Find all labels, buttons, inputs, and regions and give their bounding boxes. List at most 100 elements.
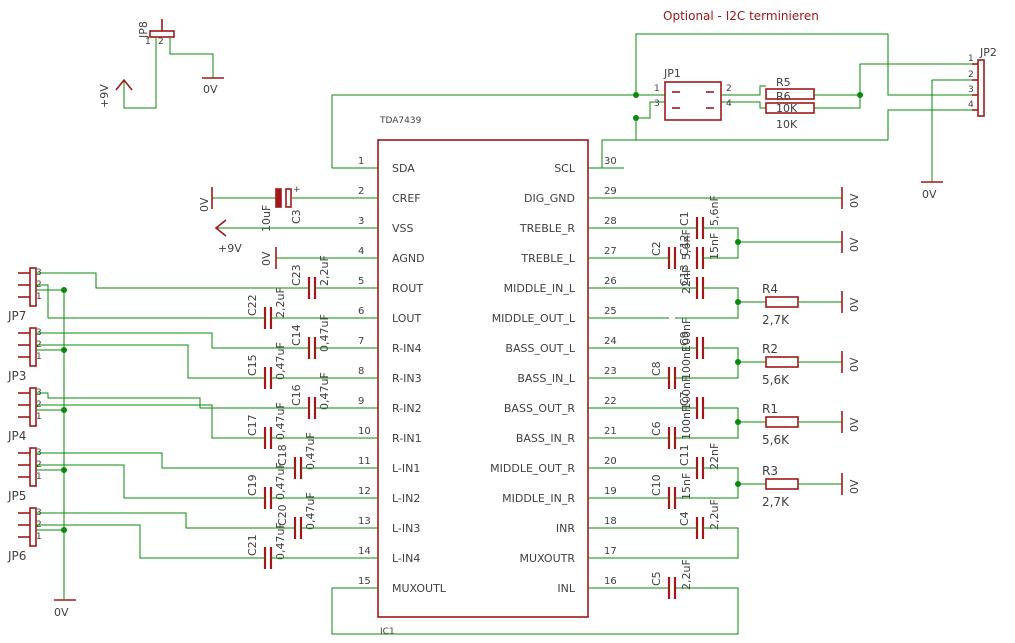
ic-pin-name-13: L-IN3	[392, 522, 420, 535]
ic-pin-num-26: 26	[604, 276, 617, 287]
cap-c21: C21 0,47uF	[246, 522, 287, 569]
gnd-symbol-jumpers: 0V	[54, 599, 76, 619]
cap-ref-c22: C22	[246, 294, 259, 316]
r6-value: 10K	[776, 118, 798, 131]
jp1-ref: JP1	[663, 67, 681, 80]
ic-pin-name-29: DIG_GND	[524, 192, 575, 205]
cap-value-c8: 100nF	[680, 346, 693, 380]
cap-ref-c5: C5	[650, 571, 663, 586]
cap-value-c2: 5,6nF	[680, 229, 693, 260]
ic-pin-num-7: 7	[358, 336, 364, 347]
ic-pin-num-15: 15	[358, 576, 371, 587]
jp2-header: JP2 1 2 3 4	[968, 46, 997, 117]
ic-pin-num-10: 10	[358, 426, 371, 437]
ic-pin-name-18: INR	[556, 522, 575, 535]
cap-ref-c2: C2	[650, 241, 663, 256]
ic-pin-name-12: L-IN2	[392, 492, 420, 505]
cap-value-c16: 0,47uF	[318, 372, 331, 410]
cap-value-c7: 100nF	[680, 376, 693, 410]
cap-value-c17: 0,47uF	[274, 402, 287, 440]
gnd-symbol-agnd: 0V	[260, 247, 277, 269]
ic-pin-num-1: 1	[358, 156, 364, 167]
cap-value-c20: 0,47uF	[304, 492, 317, 530]
gnd-label-jp8: 0V	[203, 83, 218, 96]
cap-ref-c18: C18	[276, 444, 289, 466]
cap-ref-c12: C12	[678, 234, 691, 256]
jp2-pin3: 3	[968, 85, 974, 95]
cap-ref-c23: C23	[290, 264, 303, 286]
resistor-r3: R32,7K	[762, 464, 799, 509]
cap-c18: C18 0,47uF	[276, 432, 317, 479]
cap-c22: C22 2,2uF	[246, 287, 287, 329]
ic-pin-num-19: 19	[604, 486, 617, 497]
plus9v-label-vss: +9V	[218, 242, 242, 255]
ic-pin-num-27: 27	[604, 246, 617, 257]
ic-pin-name-25: MIDDLE_OUT_L	[492, 312, 576, 325]
cap-value-c23: 2,2uF	[318, 255, 331, 286]
gnd-symbol-right-4: 0V	[841, 351, 861, 373]
c3-value: 10uF	[260, 205, 273, 232]
cap-value-c11: 22nF	[708, 443, 721, 470]
jumper-ref-jp6: JP6	[7, 549, 26, 563]
ic-pin-name-23: BASS_IN_L	[517, 372, 576, 385]
jumper-ref-jp7: JP7	[7, 309, 26, 323]
cap-ref-c15: C15	[246, 354, 259, 376]
cap-value-c12: 15nF	[708, 233, 721, 260]
cap-value-c4: 2,2uF	[708, 499, 721, 530]
cap-value-c22: 2,2uF	[274, 287, 287, 318]
resistor-r1: R15,6K	[762, 402, 799, 447]
ic-pin-name-9: R-IN2	[392, 402, 422, 415]
ic-pin-name-20: MIDDLE_OUT_R	[490, 462, 575, 475]
plus9v-label-jp8: +9V	[98, 84, 111, 108]
ic-pin-name-5: ROUT	[392, 282, 423, 295]
cap-value-c13: 22nF	[680, 267, 693, 294]
cap-ref-c21: C21	[246, 534, 259, 556]
cap-ref-c9: C9	[678, 331, 691, 346]
r5-ref: R5	[776, 76, 791, 89]
cap-value-c18: 0,47uF	[304, 432, 317, 470]
ic-pin-name-7: R-IN4	[392, 342, 422, 355]
ic-pin-name-16: INL	[557, 582, 575, 595]
resistor-value-r3: 2,7K	[762, 495, 790, 509]
ic-right-pins: 30SCL29DIG_GND28TREBLE_R27TREBLE_L26MIDD…	[490, 156, 624, 595]
ic-pin-num-9: 9	[358, 396, 364, 407]
ic-pin-name-2: CREF	[392, 192, 421, 205]
ic-pin-name-24: BASS_OUT_L	[505, 342, 575, 355]
jumper-ref-jp5: JP5	[7, 489, 26, 503]
ic-pin-name-22: BASS_OUT_R	[504, 402, 575, 415]
ic-pin-num-13: 13	[358, 516, 371, 527]
gnd-label-agnd: 0V	[260, 251, 273, 266]
ic-pin-num-14: 14	[358, 546, 371, 557]
jp1-pin3: 3	[654, 99, 660, 109]
ic-pin-num-21: 21	[604, 426, 617, 437]
resistor-ref-r2: R2	[762, 342, 778, 356]
gnd-symbol-right-5: 0V	[841, 411, 861, 433]
ic-pin-num-22: 22	[604, 396, 617, 407]
gnd-label-jumpers: 0V	[54, 606, 69, 619]
ic-pin-name-27: TREBLE_L	[520, 252, 575, 265]
gnd-label-right-1: 0V	[848, 193, 861, 208]
cap-ref-c14: C14	[290, 324, 303, 346]
ic-pin-num-12: 12	[358, 486, 371, 497]
cap-value-c10: 15nF	[680, 473, 693, 500]
r6-ref: R6	[776, 90, 791, 103]
cap-c23: C23 2,2uF	[290, 255, 331, 299]
gnd-label-right-2: 0V	[848, 237, 861, 252]
cap-value-c1: 5,6nF	[708, 195, 721, 226]
cap-value-c21: 0,47uF	[274, 522, 287, 560]
ic-pin-name-11: L-IN1	[392, 462, 420, 475]
resistor-r4: R42,7K	[762, 282, 799, 327]
jp8-header: JP8 1 2	[137, 19, 175, 47]
ic-pin-name-28: TREBLE_R	[519, 222, 575, 235]
